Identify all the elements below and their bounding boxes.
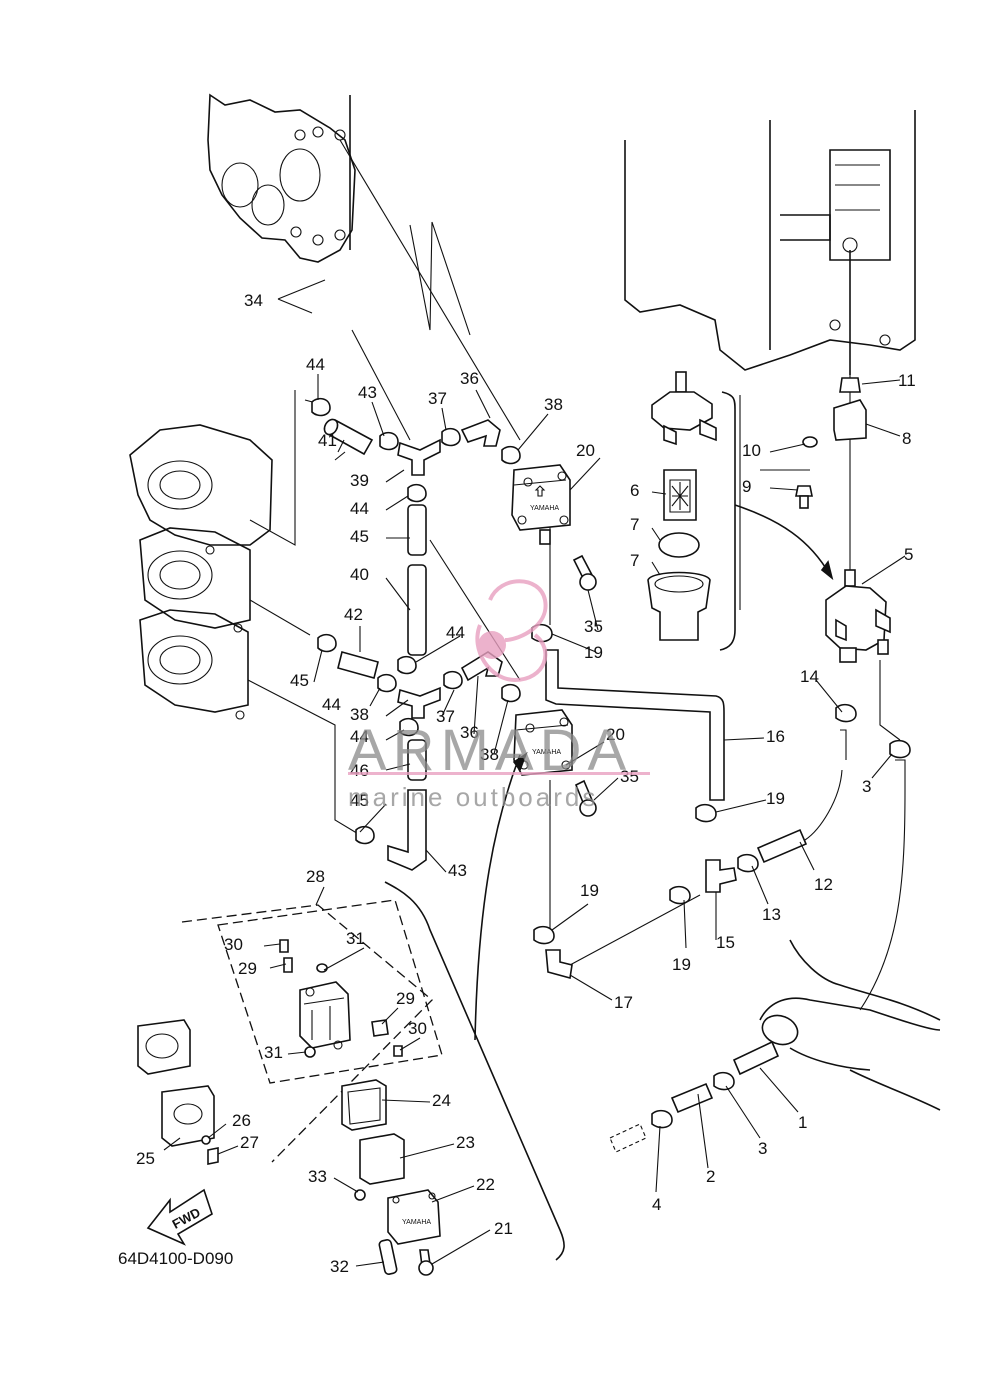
callout-7: 7 (630, 551, 639, 570)
callout-16: 15 (716, 933, 735, 952)
callout-labels: 34 44 43 37 36 38 41 39 44 45 40 42 44 4… (136, 291, 916, 1276)
callout-44-b: 44 (350, 499, 369, 518)
callout-33: 33 (308, 1167, 327, 1186)
callout-13: 12 (814, 875, 833, 894)
callout-41: 40 (350, 565, 369, 584)
fuel-filter-exploded (647, 371, 717, 641)
callout-1: 1 (798, 1113, 807, 1132)
watermark-underline (348, 772, 650, 775)
callout-19-d: 19 (672, 955, 691, 974)
callout-35-b: 35 (620, 767, 639, 786)
engine-block-drawing (624, 110, 916, 371)
callout-17: 16 (766, 727, 785, 746)
callout-9: 8 (902, 429, 911, 448)
watermark: ARMADA marine outboards (348, 579, 650, 812)
callout-26: 26 (232, 1111, 251, 1130)
callout-39: 39 (350, 471, 369, 490)
callout-45-b: 45 (290, 671, 309, 690)
callout-31-b: 31 (264, 1043, 283, 1062)
pump-kit-inset: YAMAHA (137, 751, 565, 1276)
callout-4: 4 (652, 1195, 661, 1214)
diagram-code: 64D4100-D090 (118, 1249, 233, 1268)
callout-32: 32 (330, 1257, 349, 1276)
callout-42-top: 41 (318, 431, 337, 450)
callout-14: 13 (762, 905, 781, 924)
callout-29-a: 29 (238, 959, 257, 978)
callout-34: 34 (244, 291, 263, 310)
fuel-pump-upper: YAMAHA (511, 464, 571, 545)
pump-brand-label: YAMAHA (530, 505, 559, 512)
fuel-filter-assembly (825, 569, 891, 663)
callout-8: 7 (630, 515, 639, 534)
watermark-logo (475, 579, 548, 683)
callout-10: 9 (742, 477, 751, 496)
callout-40: 38 (350, 705, 369, 724)
callout-45-top: 44 (306, 355, 325, 374)
pump-brand-label: YAMAHA (402, 1219, 431, 1226)
callout-24: 24 (432, 1091, 451, 1110)
callout-3-right: 3 (862, 777, 871, 796)
callout-15: 14 (800, 667, 819, 686)
callout-45-c: 45 (350, 791, 369, 810)
callout-27: 27 (240, 1133, 259, 1152)
fuel-pump-lower: YAMAHA (513, 709, 573, 776)
callout-44-top: 43 (358, 383, 377, 402)
callout-25: 25 (136, 1149, 155, 1168)
callout-35-top: 35 (584, 617, 603, 636)
callout-5: 5 (904, 545, 913, 564)
callout-31-a: 31 (346, 929, 365, 948)
callout-42-b: 42 (344, 605, 363, 624)
callout-19-c: 19 (580, 881, 599, 900)
callout-30-b: 30 (408, 1019, 427, 1038)
callout-22: 22 (476, 1175, 495, 1194)
callout-23: 23 (456, 1133, 475, 1152)
callout-30-a: 30 (224, 935, 243, 954)
watermark-tagline: marine outboards (348, 782, 598, 812)
callout-21: 21 (494, 1219, 513, 1238)
callout-28: 28 (306, 867, 325, 886)
callout-29-b: 29 (396, 989, 415, 1008)
callout-11: 10 (742, 441, 761, 460)
callout-46-top: 45 (350, 527, 369, 546)
pump-brand-label: YAMAHA (532, 749, 561, 756)
callout-43: 43 (448, 861, 467, 880)
callout-6: 6 (630, 481, 639, 500)
carburetor-drawing (129, 424, 273, 720)
callout-12: 11 (898, 371, 916, 390)
callout-37-b: 37 (436, 707, 455, 726)
callout-2: 2 (706, 1167, 715, 1186)
callout-leaders (163, 374, 906, 1267)
callout-3-bottom: 3 (758, 1139, 767, 1158)
fwd-arrow: FWD (146, 1188, 213, 1246)
swivel-bracket-drawing (609, 939, 941, 1153)
callout-18: 17 (614, 993, 633, 1012)
callout-20-b: 20 (606, 725, 625, 744)
callout-44-c: 44 (446, 623, 465, 642)
fuel-line-parts: YAMAHA YAMAHA (311, 371, 911, 1011)
crankcase-cover-drawing (207, 93, 356, 263)
callout-46-b: 46 (350, 761, 369, 780)
callout-44-e: 44 (350, 727, 369, 746)
callout-19-b: 19 (766, 789, 785, 808)
callout-44-d: 44 (322, 695, 341, 714)
callout-19-top: 19 (584, 643, 603, 662)
callout-36-top: 36 (460, 369, 479, 388)
callout-37-top: 37 (428, 389, 447, 408)
callout-38-top: 38 (544, 395, 563, 414)
callout-20-top: 20 (576, 441, 595, 460)
callout-38-b: 38 (480, 745, 499, 764)
